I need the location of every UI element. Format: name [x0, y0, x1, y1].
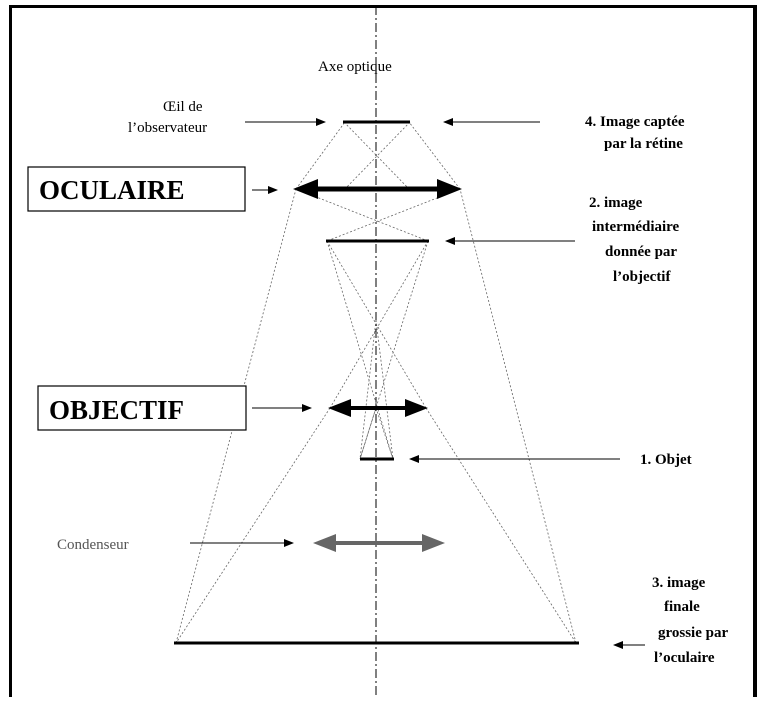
note-2-line3: donnée par [605, 244, 677, 260]
eye-label-line2: l’observateur [128, 120, 207, 136]
condenser-label: Condenseur [57, 537, 129, 553]
objective-label-box [37, 385, 247, 431]
ray-lines [175, 121, 577, 644]
objective-label: OBJECTIF [49, 395, 184, 425]
note-2-line4: l’objectif [613, 269, 671, 285]
note-3-line3: grossie par [658, 625, 728, 641]
ocular-label-box [27, 166, 246, 212]
ocular-label: OCULAIRE [39, 175, 185, 205]
diagram-frame [9, 5, 757, 697]
ocular-lens [293, 179, 462, 199]
eye-label-line1: Œil de [163, 99, 203, 115]
pointer-arrows [190, 118, 645, 649]
condenser-lens [313, 534, 445, 552]
note-4-line2: par la rétine [604, 136, 683, 152]
note-4-line1: 4. Image captée [585, 114, 685, 130]
note-1: 1. Objet [640, 452, 692, 468]
objective-lens [328, 399, 428, 417]
note-3-line4: l’oculaire [654, 650, 715, 666]
note-2-line2: intermédiaire [592, 219, 680, 235]
axis-label: Axe optique [318, 59, 392, 75]
note-3-line2: finale [664, 599, 700, 615]
note-2-line1: 2. image [589, 195, 643, 211]
note-3-line1: 3. image [652, 575, 706, 591]
